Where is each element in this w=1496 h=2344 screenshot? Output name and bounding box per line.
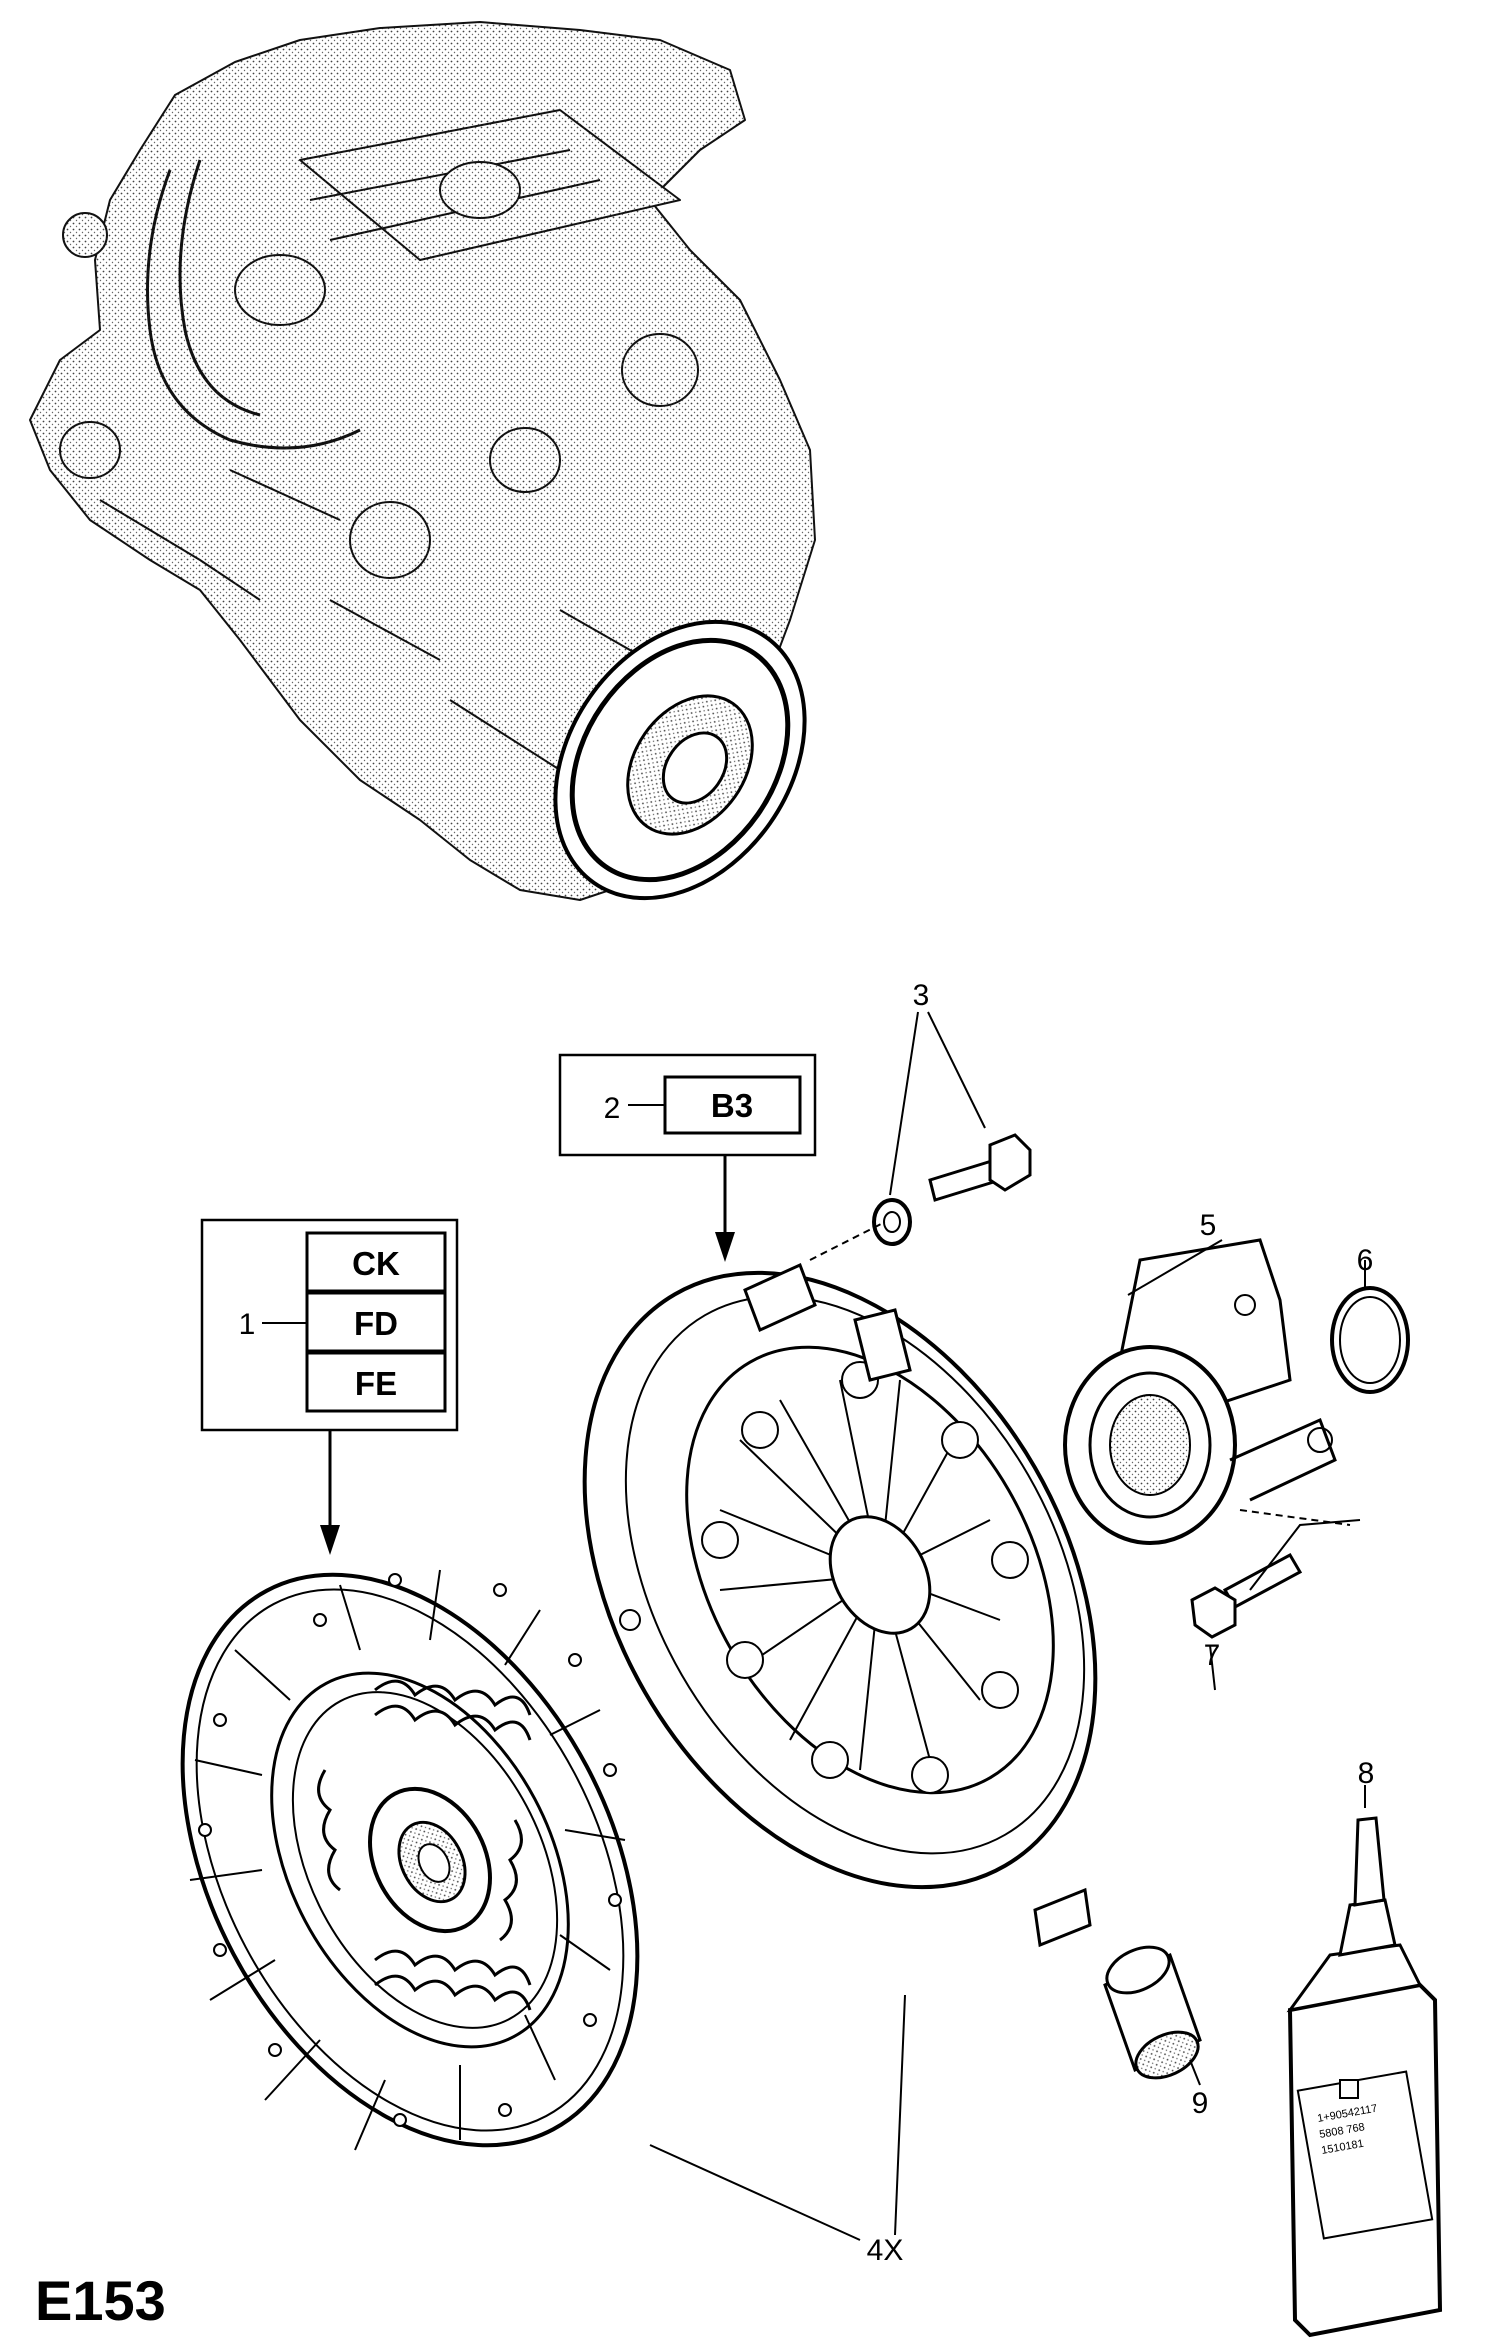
callout-2: 2: [604, 1092, 621, 1125]
part-2-code-b3: B3: [711, 1087, 753, 1124]
part-1-code-fe: FE: [355, 1365, 397, 1402]
callout-7: 7: [1204, 1639, 1221, 1672]
part-3-bolt-and-washer: [872, 1133, 1032, 1246]
engine-clutch-housing: [553, 619, 807, 901]
part-8-adhesive-tube: 1+90542117 5808 768 1510181: [1286, 1816, 1443, 2338]
part-5-release-bearing: [1063, 1238, 1337, 1545]
callout-4x: 4X: [867, 2234, 904, 2267]
callout-9: 9: [1192, 2087, 1209, 2120]
part-9-bushing: [1103, 1945, 1202, 2080]
part-6-seal-ring: [1330, 1286, 1410, 1394]
part-1-code-fd: FD: [354, 1305, 398, 1342]
part-7-bolt: [1190, 1552, 1303, 1639]
callout-3: 3: [913, 979, 930, 1012]
callout-5: 5: [1200, 1209, 1217, 1242]
part-4-pressure-plate: [582, 1262, 1098, 1948]
callout-6: 6: [1357, 1244, 1374, 1277]
figure-code: E153: [35, 2269, 166, 2332]
part-1-clutch-disc: [180, 1569, 640, 2151]
part-1-code-box: CK FD FE 1: [200, 1218, 459, 1555]
part-1-code-ck: CK: [352, 1245, 400, 1282]
callout-8: 8: [1358, 1757, 1375, 1790]
callout-1: 1: [239, 1308, 256, 1341]
callout-leaders: [649, 1011, 1366, 2241]
part-2-code-box: B3 2: [558, 1053, 817, 1262]
